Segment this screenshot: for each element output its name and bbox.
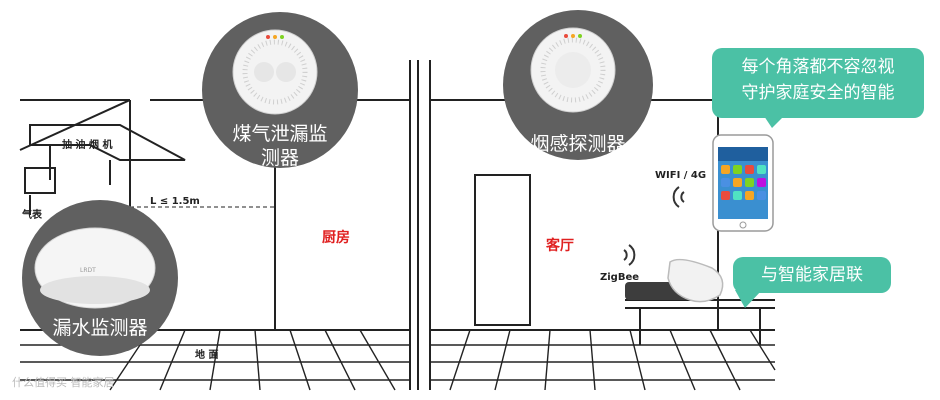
callout-top: 每个角落都不容忽视 守护家庭安全的智能 bbox=[712, 48, 924, 118]
smoke-detector-badge: 烟感探测器 bbox=[503, 10, 653, 160]
water-detector-label: 漏水监测器 bbox=[52, 317, 147, 339]
callout-bottom-text: 与智能家居联 bbox=[761, 265, 863, 285]
distance-label: L ≤ 1.5m bbox=[150, 196, 200, 207]
zigbee-label: ZigBee bbox=[600, 272, 639, 283]
watermark: 什么值得买 智能家居 bbox=[12, 375, 115, 389]
gas-detector-label-line1: 煤气泄漏监 bbox=[232, 123, 327, 145]
callout-top-line2: 守护家庭安全的智能 bbox=[741, 83, 895, 103]
floor-label: 地 面 bbox=[195, 348, 218, 361]
zigbee-signal-icon bbox=[623, 244, 636, 266]
gas-detector-device-icon bbox=[232, 29, 318, 115]
water-leak-detector-badge: LRDT 漏水监测器 bbox=[22, 200, 178, 356]
kitchen-floor-grid bbox=[20, 329, 410, 391]
wifi-4g-label: WIFI / 4G bbox=[655, 170, 706, 181]
living-room-label: 客厅 bbox=[545, 237, 574, 254]
living-floor-grid bbox=[430, 329, 776, 391]
smart-gateway-hub bbox=[625, 258, 724, 303]
gas-leak-detector-badge: 煤气泄漏监 测器 bbox=[202, 12, 358, 169]
smoke-detector-device-icon bbox=[530, 27, 616, 113]
callout-bottom: 与智能家居联 bbox=[733, 257, 891, 293]
kitchen-label: 厨房 bbox=[322, 229, 350, 246]
wifi-signal-icon bbox=[672, 186, 685, 208]
smartphone bbox=[712, 134, 774, 232]
water-detector-device-icon: LRDT bbox=[34, 227, 156, 309]
callout-top-line1: 每个角落都不容忽视 bbox=[741, 57, 895, 77]
gas-meter-label: 气表 bbox=[21, 208, 43, 221]
range-hood-label: 抽 油 烟 机 bbox=[62, 138, 112, 151]
svg-text:LRDT: LRDT bbox=[80, 267, 96, 274]
gas-detector-label-line2: 测器 bbox=[261, 147, 299, 169]
smoke-detector-label: 烟感探测器 bbox=[530, 133, 625, 155]
